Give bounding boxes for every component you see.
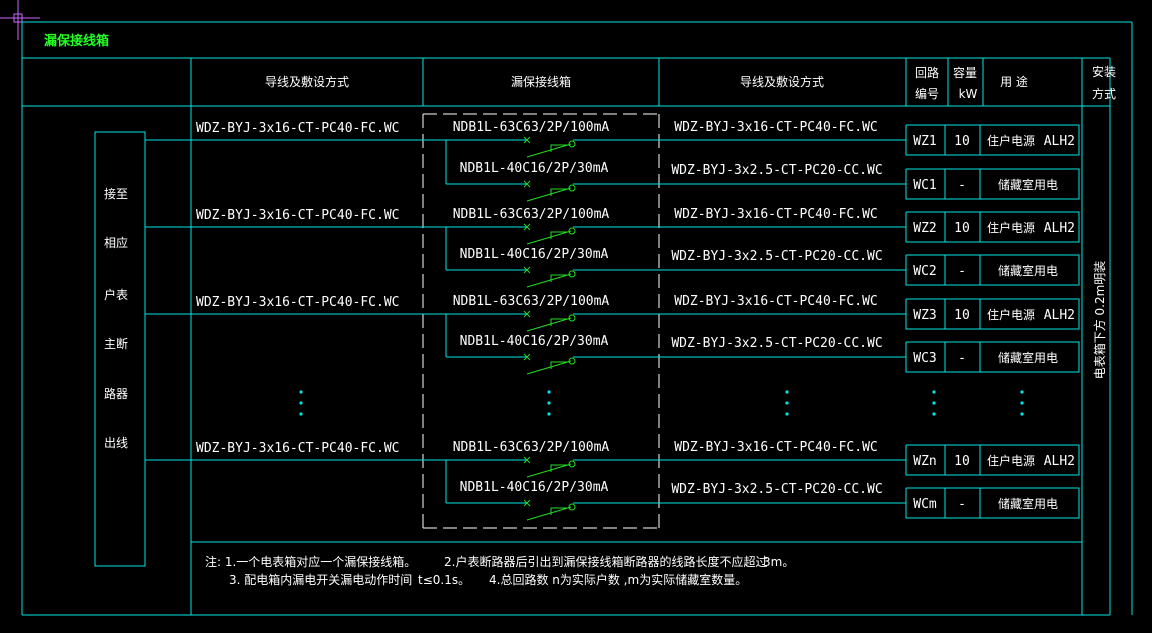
capacity-value: 10 [954,308,970,323]
ellipsis-dots [299,390,1024,416]
header-loop-no-2: 编号 [915,86,939,101]
source-label-2: 相应 [104,235,128,250]
loop-number: WCm [913,497,937,512]
drawing-frame [21,21,1133,616]
circuit-group: WDZ-BYJ-3x16-CT-PC40-FC.WC NDB1L-63C63/2P… [145,120,1080,202]
usage-text: 储藏室用电 [998,263,1058,278]
diagram-title: 漏保接线箱 [44,33,109,49]
install-method: 电表箱下方 0.2m明装 [1092,261,1107,380]
source-box [94,131,146,567]
breaker-main-label: NDB1L-63C63/2P/100mA [453,120,610,135]
header-wire-in: 导线及敷设方式 [265,74,349,89]
source-label-6: 出线 [104,436,128,450]
circuit-group: WDZ-BYJ-3x16-CT-PC40-FC.WC NDB1L-63C63/2P… [145,294,1080,375]
header-usage: 用 途 [1000,74,1028,89]
breaker-branch-icon [523,353,576,375]
outgoing-wire-label: WDZ-BYJ-3x16-CT-PC40-FC.WC [674,440,878,455]
breaker-branch-label: NDB1L-40C16/2P/30mA [460,161,609,176]
usage-text: 储藏室用电 [998,350,1058,365]
usage-code: ALH2 [1044,454,1075,469]
outgoing-wire-label: WDZ-BYJ-3x16-CT-PC40-FC.WC [674,120,878,135]
note-line1a: 注: 1.一个电表箱对应一个漏保接线箱。 [205,554,416,569]
breaker-branch-label: NDB1L-40C16/2P/30mA [460,480,609,495]
note-line2c: 4.总回路数 n为实际户数 ,m为实际储藏室数量。 [489,572,747,587]
breaker-branch-icon [523,499,576,521]
loop-number: WZ1 [913,134,936,149]
breaker-branch-label: NDB1L-40C16/2P/30mA [460,334,609,349]
source-label-5: 路器 [104,386,128,401]
outgoing-wire-label: WDZ-BYJ-3x16-CT-PC40-FC.WC [674,294,878,309]
table-header: 导线及敷设方式 漏保接线箱 导线及敷设方式 回路 编号 容量 kW 用 途 安装… [265,64,1116,101]
capacity-value: - [958,264,966,279]
breaker-main-label: NDB1L-63C63/2P/100mA [453,440,610,455]
usage-text: 住户电源 [987,220,1035,235]
outgoing-wire-label: WDZ-BYJ-3x2.5-CT-PC20-CC.WC [671,249,882,264]
incoming-wire-label: WDZ-BYJ-3x16-CT-PC40-FC.WC [196,295,400,310]
incoming-wire-label: WDZ-BYJ-3x16-CT-PC40-FC.WC [196,441,400,456]
header-install-1: 安装 [1092,64,1116,79]
usage-text: 储藏室用电 [998,177,1058,192]
incoming-wire-label: WDZ-BYJ-3x16-CT-PC40-FC.WC [196,121,400,136]
capacity-value: 10 [954,454,970,469]
leakage-box-outline [422,113,660,529]
circuit-group: WDZ-BYJ-3x16-CT-PC40-FC.WC NDB1L-63C63/2P… [145,207,1080,288]
loop-number: WZ3 [913,308,936,323]
note-line1c: 3m。 [763,555,794,569]
notes: 注: 1.一个电表箱对应一个漏保接线箱。 2.户表断路器后引出到漏保接线箱断路器… [205,554,794,587]
breaker-branch-icon [523,180,576,202]
source-label: 接至 相应 户表 主断 路器 出线 [104,186,128,450]
header-install-2: 方式 [1092,86,1116,101]
loop-number: WC1 [913,178,936,193]
breaker-main-icon [523,310,576,332]
header-wire-out: 导线及敷设方式 [740,74,824,89]
source-label-4: 主断 [104,336,128,351]
capacity-value: - [958,178,966,193]
usage-text: 住户电源 [987,307,1035,322]
breaker-main-label: NDB1L-63C63/2P/100mA [453,207,610,222]
loop-number: WZn [913,454,936,469]
circuit-group: WDZ-BYJ-3x16-CT-PC40-FC.WC NDB1L-63C63/2P… [145,440,1080,521]
note-line1b: 2.户表断路器后引出到漏保接线箱断路器的线路长度不应超过 [444,554,767,569]
source-label-1: 接至 [104,186,128,201]
loop-number: WC2 [913,264,936,279]
source-label-3: 户表 [104,287,128,302]
usage-text: 住户电源 [987,133,1035,148]
capacity-value: 10 [954,221,970,236]
breaker-main-icon [523,456,576,478]
incoming-wire-label: WDZ-BYJ-3x16-CT-PC40-FC.WC [196,208,400,223]
capacity-value: - [958,351,966,366]
usage-code: ALH2 [1044,308,1075,323]
header-capacity-1: 容量 [953,65,977,80]
header-loop-no-1: 回路 [915,65,939,80]
note-line2a: 3. 配电箱内漏电开关漏电动作时间 [229,572,412,587]
note-line2b: t≤0.1s。 [418,573,470,587]
breaker-branch-icon [523,266,576,288]
capacity-value: 10 [954,134,970,149]
breaker-main-label: NDB1L-63C63/2P/100mA [453,294,610,309]
breaker-branch-label: NDB1L-40C16/2P/30mA [460,247,609,262]
crosshair-cursor-icon [0,0,40,40]
usage-code: ALH2 [1044,134,1075,149]
outgoing-wire-label: WDZ-BYJ-3x2.5-CT-PC20-CC.WC [671,482,882,497]
usage-text: 储藏室用电 [998,496,1058,511]
outgoing-wire-label: WDZ-BYJ-3x2.5-CT-PC20-CC.WC [671,163,882,178]
outgoing-wire-label: WDZ-BYJ-3x2.5-CT-PC20-CC.WC [671,336,882,351]
header-box: 漏保接线箱 [511,74,571,89]
usage-text: 住户电源 [987,453,1035,468]
outgoing-wire-label: WDZ-BYJ-3x16-CT-PC40-FC.WC [674,207,878,222]
breaker-main-icon [523,223,576,245]
usage-code: ALH2 [1044,221,1075,236]
loop-number: WC3 [913,351,936,366]
breaker-main-icon [523,136,576,158]
header-capacity-2: kW [959,87,978,101]
capacity-value: - [958,497,966,512]
loop-number: WZ2 [913,221,936,236]
